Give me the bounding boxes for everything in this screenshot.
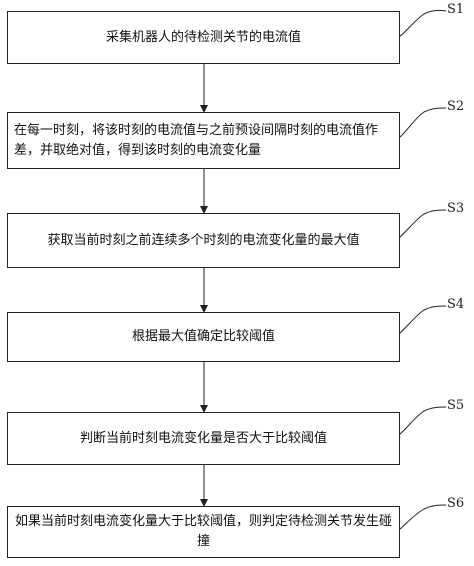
step-text-s1: 采集机器人的待检测关节的电流值: [105, 29, 301, 45]
leader-s1: [398, 9, 447, 38]
step-label-s4: S4: [447, 297, 465, 312]
step-box-s2: 在每一时刻，将该时刻的电流值与之前预设间隔时刻的电流值作差，并取绝对值，得到该时…: [7, 112, 400, 169]
leader-s4: [398, 305, 447, 335]
step-box-s1: 采集机器人的待检测关节的电流值: [7, 11, 400, 64]
leader-s5: [398, 406, 447, 436]
step-text-s4: 根据最大值确定比较阈值: [131, 329, 275, 344]
leader-s2: [398, 107, 447, 139]
step-label-s1: S1: [447, 2, 465, 17]
step-label-s5: S5: [447, 398, 465, 413]
step-box-s3: 获取当前时刻之前连续多个时刻的电流变化量的最大值: [7, 213, 400, 268]
step-text-s5: 判断当前时刻电流变化量是否大于比较阈值: [79, 430, 327, 446]
step-box-s4: 根据最大值确定比较阈值: [7, 312, 400, 362]
step-text-s6: 如果当前时刻电流变化量大于比较阈值，则判定待检测关节发生碰撞: [14, 514, 392, 549]
step-box-s5: 判断当前时刻电流变化量是否大于比较阈值: [7, 412, 400, 465]
step-box-s6: 如果当前时刻电流变化量大于比较阈值，则判定待检测关节发生碰撞: [7, 506, 400, 558]
step-text-s3: 获取当前时刻之前连续多个时刻的电流变化量的最大值: [47, 232, 360, 248]
step-text-s2: 在每一时刻，将该时刻的电流值与之前预设间隔时刻的电流值作差，并取绝对值，得到该时…: [14, 122, 379, 158]
leader-s6: [398, 504, 447, 531]
step-label-s2: S2: [447, 99, 465, 114]
leader-s3: [398, 209, 447, 239]
step-label-s6: S6: [447, 496, 465, 511]
step-label-s3: S3: [447, 201, 465, 216]
